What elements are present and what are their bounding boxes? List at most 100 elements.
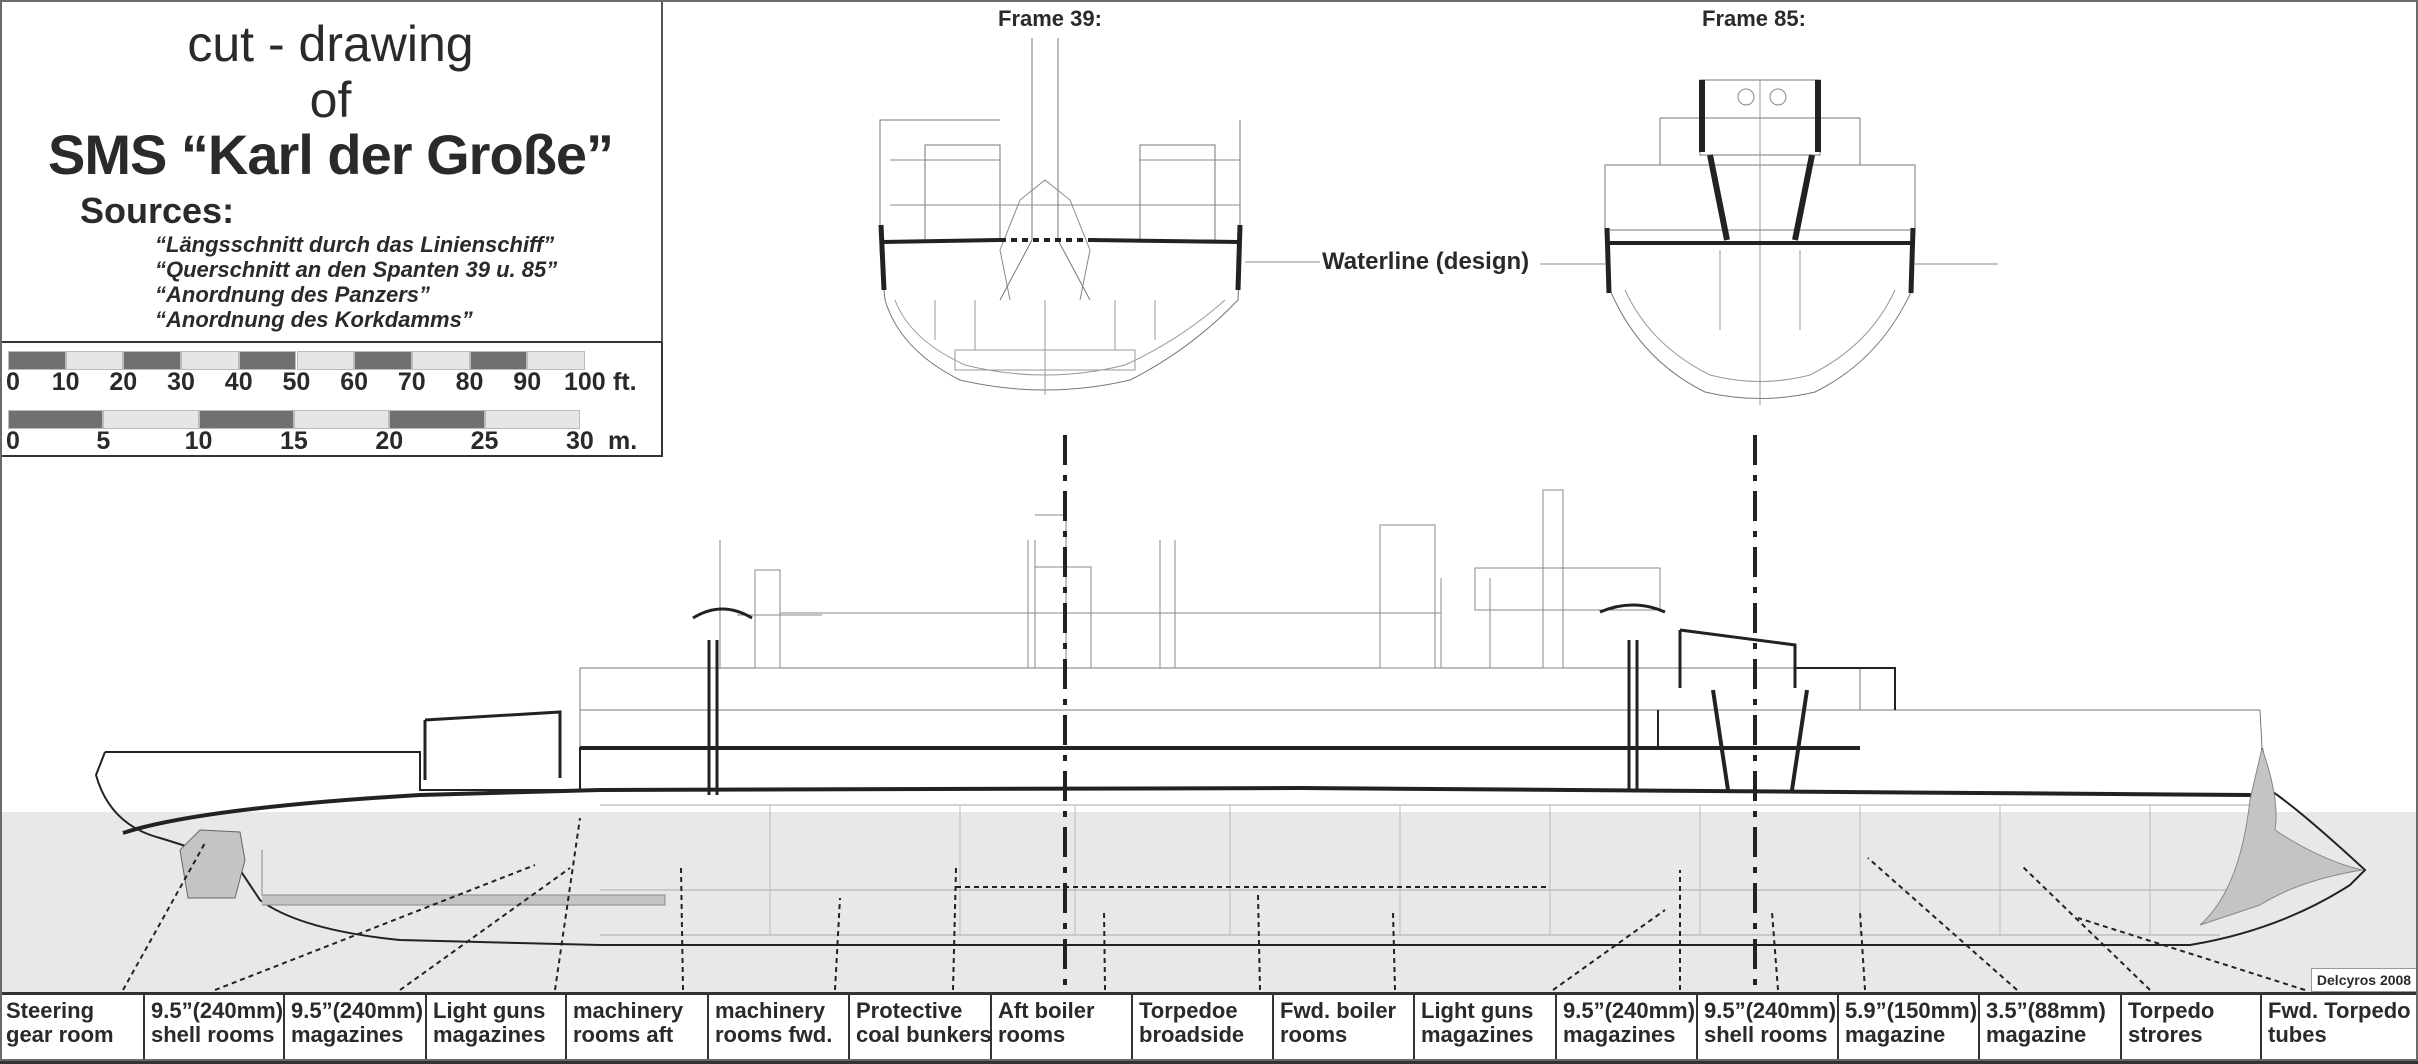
meter-scale-segment [103,410,199,429]
compartment-label-line-2: strores [2128,1022,2203,1047]
compartment-label-line-1: machinery [715,998,826,1023]
compartment-label-line-1: 9.5”(240mm) [151,998,283,1023]
compartment-label: 5.9”(150mm)magazine [1837,995,1978,1061]
compartment-label-line-2: magazine [1845,1022,1946,1047]
compartment-label-line-1: 9.5”(240mm) [1704,998,1837,1023]
meter-scale-tick-label: 10 [184,427,213,455]
feet-scale-segment [181,351,239,370]
compartment-label-line-1: machinery [573,998,684,1023]
compartment-label-line-1: Aft boiler [998,998,1095,1023]
meter-scale-tick-label: 0 [6,427,20,455]
compartment-label-line-2: broadside [1139,1022,1245,1047]
compartment-label-line-1: Light guns [1421,998,1534,1023]
compartment-label-line-2: rooms aft [573,1022,674,1047]
title-block: cut - drawing of SMS “Karl der Große” So… [0,0,663,343]
frame-39-label: Frame 39: [998,6,1102,31]
meter-scale-tick-label: 30 [566,427,594,455]
compartment-label-line-2: shell rooms [151,1022,275,1047]
compartment-label-line-1: Light guns [433,998,546,1023]
compartment-label-line-2: coal bunkers [856,1022,990,1047]
compartment-label-line-2: magazines [291,1022,404,1047]
meter-scale-segment [294,410,390,429]
sources-list: “Längsschnitt durch das Linienschiff” “Q… [155,232,557,332]
frame-85-label: Frame 85: [1702,6,1806,31]
compartment-label-line-2: gear room [6,1022,114,1047]
compartment-label-line-2: rooms [1280,1022,1348,1047]
compartment-label-line-2: magazines [433,1022,546,1047]
source-item: “Anordnung des Panzers” [155,282,431,307]
meter-scale-unit: m. [608,427,638,455]
feet-scale-segment [296,351,355,370]
compartment-label: 9.5”(240mm)shell rooms [1696,995,1837,1061]
meter-scale-segment [198,410,294,429]
compartment-label: 9.5”(240mm)magazines [1555,995,1696,1061]
compartment-label-line-2: magazine [1986,1022,2087,1047]
compartment-label-line-2: tubes [2268,1022,2327,1047]
feet-scale-tick-label: 90 [513,368,542,396]
compartment-label-line-1: Fwd. Torpedo [2268,998,2411,1023]
feet-scale-segment [123,351,182,370]
meter-scale-segment [389,410,485,429]
feet-scale-tick-label: 20 [109,368,138,396]
compartment-label-line-2: rooms [998,1022,1066,1047]
compartment-label-line-2: shell rooms [1704,1022,1828,1047]
compartment-label-line-1: Torpedoe [1139,998,1238,1023]
compartment-label-line-1: 3.5”(88mm) [1986,998,2106,1023]
title-line-2: of [309,72,352,128]
feet-scale-segment [8,351,66,370]
feet-scale-segment [411,351,470,370]
compartment-label-line-2: magazines [1421,1022,1534,1047]
compartment-label-line-1: 9.5”(240mm) [291,998,424,1023]
feet-scale-tick-label: 0 [6,368,20,396]
compartment-label-line-1: Fwd. boiler [1280,998,1397,1023]
meter-scale-tick-label: 20 [375,427,404,455]
feet-scale-segment [527,351,585,370]
source-item: “Längsschnitt durch das Linienschiff” [155,232,555,257]
feet-scale-tick-label: 50 [282,368,311,396]
source-item: “Querschnitt an den Spanten 39 u. 85” [155,257,558,282]
feet-scale-segment [238,351,297,370]
feet-scale-tick-label: 100 [564,368,606,396]
compartment-label-line-2: magazines [1563,1022,1676,1047]
feet-scale-tick-label: 60 [340,368,368,396]
compartment-label-line-1: 9.5”(240mm) [1563,998,1696,1023]
meter-scale-segment [8,410,104,429]
compartment-label-line-1: Steering [6,998,95,1023]
frame-85-section [1540,79,1998,405]
ship-profile [94,435,2367,993]
waterline-label: Waterline (design) [1322,248,1530,275]
meter-scale-tick-label: 5 [96,427,111,455]
credit-label: Delcyros 2008 [2311,968,2417,992]
compartment-label: 3.5”(88mm)magazine [1978,995,2120,1061]
title-line-1: cut - drawing [187,16,474,72]
feet-scale-tick-label: 70 [397,368,426,396]
feet-scale-tick-label: 30 [167,368,195,396]
feet-scale-tick-label: 10 [51,368,80,396]
compartment-label-line-1: Protective [856,998,963,1023]
feet-scale-segment [65,351,124,370]
compartment-label: 9.5”(240mm)shell rooms [143,995,283,1061]
meter-scale-segment [484,410,580,429]
feet-scale-tick-label: 80 [455,368,484,396]
compartment-label-line-1: 5.9”(150mm) [1845,998,1978,1023]
feet-scale-segment [354,351,412,370]
feet-scale-unit: ft. [613,368,637,396]
meter-scale-tick-label: 25 [470,427,499,455]
sources-heading: Sources: [80,190,235,231]
feet-scale-segment [469,351,528,370]
frame-39-section [878,38,1320,395]
compartment-label-line-2: rooms fwd. [715,1022,833,1047]
